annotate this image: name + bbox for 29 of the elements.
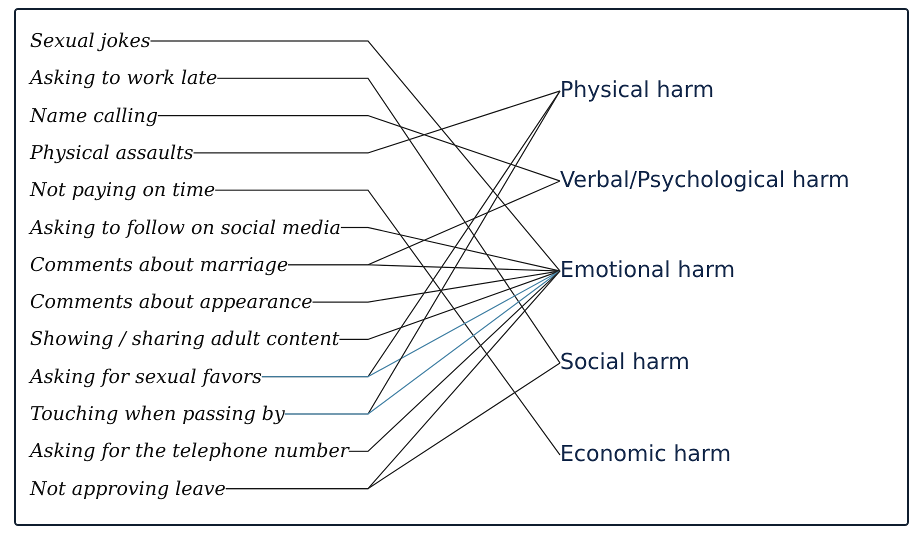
connector-line	[217, 78, 560, 364]
item-text: Comments about marriage	[30, 252, 288, 278]
connector-line	[339, 270, 560, 340]
harm-label: Social harm	[560, 348, 690, 378]
item-text: Name calling	[30, 102, 158, 129]
item-text: Touching when passing by	[30, 401, 285, 427]
connector-line	[215, 190, 560, 456]
item-text: Asking for sexual favors	[30, 364, 262, 390]
connector-line	[158, 115, 560, 182]
item-text: Not paying on time	[30, 177, 216, 204]
harm-label: Physical harm	[560, 76, 714, 106]
connector-line	[262, 270, 560, 378]
connector-line	[226, 362, 560, 490]
connector-line	[194, 90, 560, 154]
harm-label: Verbal/Psychological harm	[560, 166, 850, 196]
harm-label: Economic harm	[560, 440, 732, 470]
item-text: Physical assaults	[30, 140, 194, 166]
connector-line	[150, 40, 560, 272]
item-text: Asking for the telephone number	[30, 438, 349, 464]
item-text: Sexual jokes	[30, 28, 150, 54]
item-text: Asking to follow on social media	[30, 214, 341, 240]
item-text: Comments about appearance	[30, 289, 313, 316]
connector-line	[284, 270, 560, 415]
harm-label: Emotional harm	[560, 256, 736, 286]
connector-line	[348, 270, 560, 452]
item-text: Not approving leave	[30, 476, 226, 502]
item-text: Asking to work late	[30, 65, 218, 92]
item-text: Showing / sharing adult content	[30, 326, 340, 352]
connector-line	[340, 226, 560, 272]
